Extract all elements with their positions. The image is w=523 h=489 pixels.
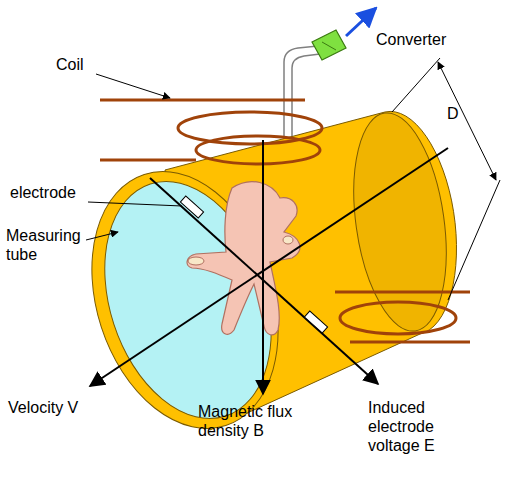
part-label: Magnetic flux density B [198,402,326,440]
velocity-axis [90,148,448,386]
part-label: Velocity V [8,398,108,417]
leader-line [96,74,170,98]
part-label: Induced electrode voltage E [368,398,468,455]
tube-interior [76,160,300,440]
dimension-line [438,62,496,180]
electrode-symbol [180,196,203,218]
extension-line [392,58,440,112]
leader-line [86,232,118,240]
part-label: D [447,104,465,123]
electrode-symbol [304,311,327,333]
part-label: electrode [10,183,90,202]
coil-wire [350,341,470,344]
fingernail [188,257,204,265]
converter-box [312,30,346,60]
coil-wire [335,291,470,294]
part-label: Measuring tube [6,226,94,264]
coil-loop [340,302,456,334]
leader-line [88,202,182,206]
coil-wire [100,99,305,102]
coil-loop [196,136,320,164]
fingernail [283,236,293,244]
converter-detail [322,42,336,50]
flux-axis [262,140,264,394]
voltage-axis [150,178,378,384]
part-label: Coil [56,55,116,74]
extension-line [448,180,500,300]
signal-arrow [346,8,376,36]
coil-wire [100,159,196,162]
part-label: Converter [376,30,476,49]
